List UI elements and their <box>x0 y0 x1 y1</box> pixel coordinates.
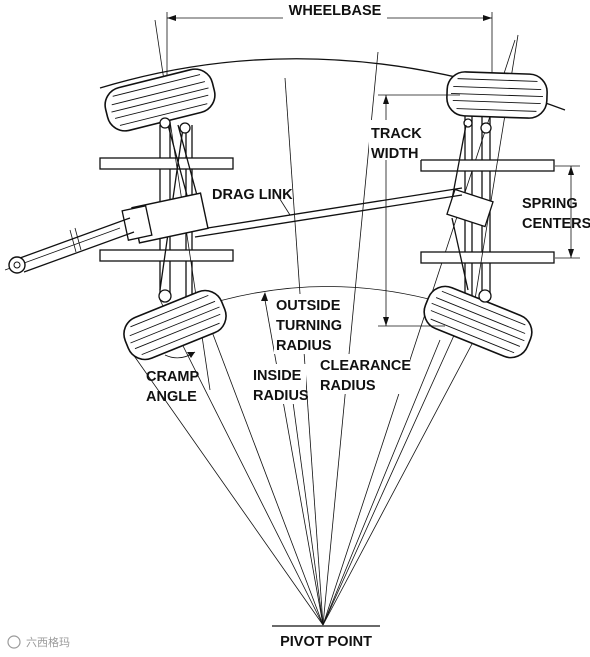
radius-lines <box>129 39 516 626</box>
cramp-angle-label-2: ANGLE <box>146 389 197 405</box>
track-width-label-2: WIDTH <box>371 146 419 162</box>
spring-centers-label-2: CENTERS <box>522 216 590 232</box>
watermark-logo-icon <box>7 635 21 649</box>
steering-linkage <box>158 117 494 303</box>
wheel-left-rear <box>104 68 216 132</box>
steering-column <box>4 217 135 274</box>
outside-radius-label-1: OUTSIDE <box>276 298 341 314</box>
pivot-point-label: PIVOT POINT <box>280 634 372 650</box>
drag-link-label: DRAG LINK <box>212 187 293 203</box>
wheel-left-front <box>123 289 227 361</box>
drag-link-rod <box>121 187 463 244</box>
watermark: 六西格玛 <box>7 635 70 649</box>
track-width-label-1: TRACK <box>371 126 422 142</box>
wheel-right-rear <box>446 71 548 119</box>
clearance-radius-label-2: RADIUS <box>320 378 376 394</box>
outside-radius-label-2: TURNING <box>276 318 342 334</box>
spring-centers-dimension <box>555 165 580 259</box>
wheelbase-dimension: WHEELBASE <box>166 2 493 120</box>
clearance-radius-label-1: CLEARANCE <box>320 358 411 374</box>
outside-radius-label-3: RADIUS <box>276 338 332 354</box>
inside-radius-label-1: INSIDE <box>253 368 302 384</box>
inside-radius-label-2: RADIUS <box>253 388 309 404</box>
watermark-text: 六西格玛 <box>26 635 70 649</box>
wheelbase-label: WHEELBASE <box>289 3 382 19</box>
spring-centers-label-1: SPRING <box>522 196 578 212</box>
track-width-dimension <box>369 94 460 327</box>
cramp-angle-label-1: CRAMP <box>146 369 199 385</box>
wheel-right-front <box>423 285 533 359</box>
